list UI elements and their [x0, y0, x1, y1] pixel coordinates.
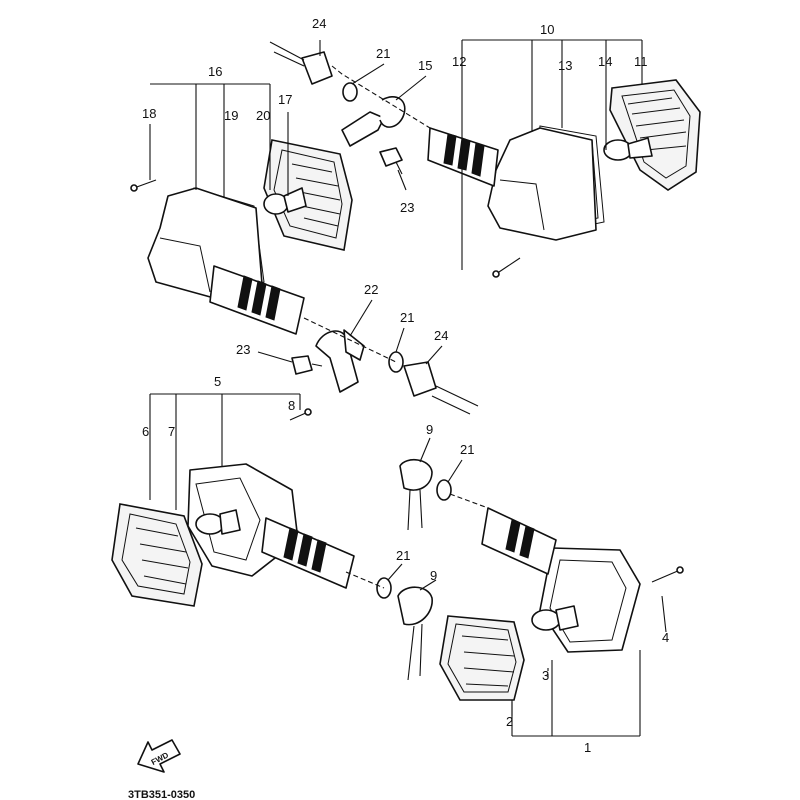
callout-5: 5	[214, 374, 221, 389]
housing-1	[539, 547, 641, 653]
lens-2	[439, 615, 525, 701]
grommet-21-top	[342, 82, 358, 102]
stem-1	[481, 507, 557, 575]
callout-18: 18	[142, 106, 156, 121]
lens-11	[609, 79, 701, 191]
screw-23-top	[379, 147, 403, 167]
callout-14: 14	[598, 54, 612, 69]
plug-24-top	[301, 51, 333, 85]
callout-9-upper: 9	[426, 422, 433, 437]
callout-15: 15	[418, 58, 432, 73]
grommet-21-bottom-right	[436, 479, 452, 501]
callout-23-top: 23	[400, 200, 414, 215]
callout-12: 12	[452, 54, 466, 69]
callout-6: 6	[142, 424, 149, 439]
callout-21-middle: 21	[400, 310, 414, 325]
callout-4: 4	[662, 630, 669, 645]
turn-signal-assembly-front-left	[130, 139, 479, 415]
turn-signal-assembly-rear-right	[399, 459, 684, 701]
socket-9-top	[399, 459, 433, 491]
screw-23-middle	[291, 355, 313, 375]
bulb-14	[603, 139, 633, 161]
bracket-15	[341, 111, 385, 147]
forward-arrow: FWD	[137, 739, 181, 773]
callout-10: 10	[540, 22, 554, 37]
callout-13: 13	[558, 58, 572, 73]
callout-numbers: 1 2 3 4 5 6 7 8 9 9 10 11 12 13 14 15 16…	[142, 16, 669, 755]
socket-9-bottom	[397, 586, 433, 626]
callout-24-top: 24	[312, 16, 326, 31]
leader-lines	[149, 39, 667, 737]
callout-2: 2	[506, 714, 513, 729]
callout-24-middle: 24	[434, 328, 448, 343]
drawing-code: 3TB351-0350	[128, 789, 195, 800]
callout-21-bottom-left: 21	[396, 548, 410, 563]
callout-8: 8	[288, 398, 295, 413]
callout-21-bottom-right: 21	[460, 442, 474, 457]
callout-17: 17	[278, 92, 292, 107]
callout-7: 7	[168, 424, 175, 439]
housing-10	[487, 127, 597, 241]
callout-21-top: 21	[376, 46, 390, 61]
callout-16: 16	[208, 64, 222, 79]
plug-24-middle	[403, 361, 437, 397]
callout-23-middle: 23	[236, 342, 250, 357]
grommet-21-middle	[388, 351, 404, 373]
callout-3: 3	[542, 668, 549, 683]
turn-signal-assembly-front-right	[269, 41, 701, 278]
callout-9-lower: 9	[430, 568, 437, 583]
callout-1: 1	[584, 740, 591, 755]
lens-17	[263, 139, 353, 251]
callout-19: 19	[224, 108, 238, 123]
callout-11: 11	[634, 54, 648, 69]
callout-22: 22	[364, 282, 378, 297]
turn-signal-assembly-rear-left	[111, 408, 433, 681]
callout-20: 20	[256, 108, 270, 123]
